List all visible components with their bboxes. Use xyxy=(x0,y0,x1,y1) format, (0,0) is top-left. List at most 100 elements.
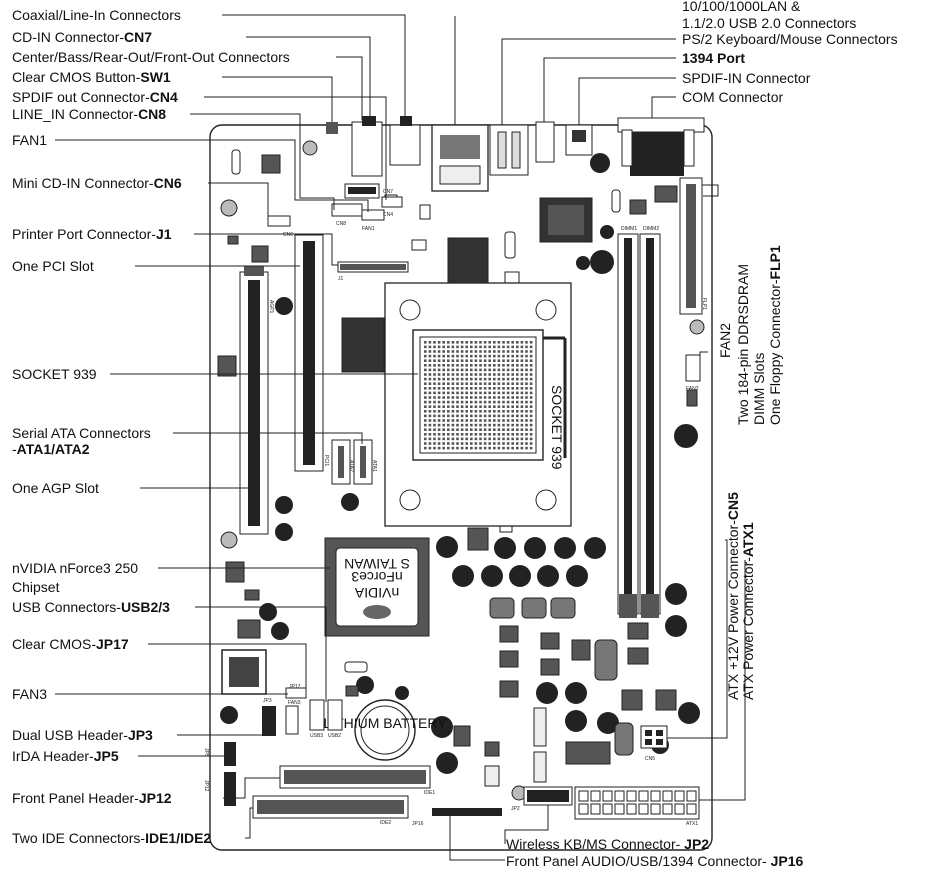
label-p1394: 1394 Port xyxy=(682,50,745,66)
cpu-pin xyxy=(506,428,510,431)
cpu-pin xyxy=(483,368,487,372)
cpu-pin xyxy=(442,345,445,349)
cpu-pin xyxy=(516,442,519,445)
jp2-pins xyxy=(527,790,569,802)
cpu-pin xyxy=(451,400,455,404)
cpu-pin xyxy=(442,396,445,399)
cpu-pin xyxy=(451,345,455,349)
cpu-pin xyxy=(479,364,482,367)
silk-jp5: JP5 xyxy=(203,748,209,757)
cpu-pin xyxy=(529,354,533,358)
cpu-pin xyxy=(502,359,505,362)
capacitor xyxy=(590,153,610,173)
label-flp-code: FLP1 xyxy=(767,245,783,279)
capacitor xyxy=(481,565,503,587)
cpu-pin xyxy=(474,396,478,399)
cpu-pin xyxy=(511,354,514,358)
cpu-pin xyxy=(433,410,436,413)
cn5-pin xyxy=(645,730,652,736)
cn6-connector xyxy=(267,215,291,227)
cpu-pin xyxy=(442,433,445,436)
dimm-latch xyxy=(641,594,659,618)
cpu-pin xyxy=(520,414,524,418)
cpu-pin xyxy=(483,410,487,413)
cpu-pin xyxy=(428,368,432,372)
label-jp12: Front Panel Header-JP12 xyxy=(12,790,172,806)
atx-pin xyxy=(626,803,637,815)
cpu-pin xyxy=(451,354,455,358)
cpu-pin xyxy=(456,382,459,385)
cpu-pin xyxy=(525,359,528,362)
cpu-pin xyxy=(488,345,491,349)
cpu-pin xyxy=(497,341,501,344)
cpu-pin xyxy=(483,359,487,362)
cpu-pin xyxy=(474,446,478,450)
cpu-pin xyxy=(433,368,436,372)
mosfet xyxy=(571,639,591,661)
cpu-pin xyxy=(456,414,459,418)
cpu-pin xyxy=(497,396,501,399)
agp-latch xyxy=(244,266,264,276)
atx-pin xyxy=(650,790,661,802)
label-line-in: LINE_IN Connector-CN8 xyxy=(12,106,166,122)
silk-cn5: CN5 xyxy=(645,756,655,762)
cpu-pin xyxy=(529,382,533,385)
cpu-pin xyxy=(525,345,528,349)
cpu-pin xyxy=(525,350,528,353)
cpu-pin xyxy=(437,368,441,372)
cpu-pin xyxy=(460,387,464,390)
label-com-text: COM Connector xyxy=(682,89,783,105)
cpu-pin xyxy=(442,341,445,344)
cpu-pin xyxy=(497,400,501,404)
ide2-pins xyxy=(257,800,404,814)
cpu-pin xyxy=(488,410,491,413)
resistor-block xyxy=(533,707,547,747)
label-printer: Printer Port Connector-J1 xyxy=(12,226,172,242)
cpu-pin xyxy=(437,442,441,445)
cpu-pin xyxy=(465,354,468,358)
cpu-pin xyxy=(520,405,524,408)
cpu-pin xyxy=(479,442,482,445)
atx-pin xyxy=(578,803,589,815)
cpu-pin xyxy=(520,400,524,404)
cpu-pin xyxy=(520,382,524,385)
component xyxy=(244,589,260,601)
cpu-pin xyxy=(442,387,445,390)
cpu-pin xyxy=(447,419,450,422)
cpu-pin xyxy=(465,364,468,367)
cpu-pin xyxy=(502,350,505,353)
label-usb20-text: 1.1/2.0 USB 2.0 Connectors xyxy=(682,15,856,31)
cpu-pin xyxy=(474,391,478,395)
com-flange-left xyxy=(621,129,633,167)
cpu-pin xyxy=(456,341,459,344)
cpu-pin xyxy=(474,442,478,445)
cpu-pin xyxy=(511,433,514,436)
cpu-pin xyxy=(488,396,491,399)
cpu-pin xyxy=(479,428,482,431)
silk-cn6: CN6 xyxy=(283,232,293,238)
cpu-pin xyxy=(460,382,464,385)
ps2-connectors xyxy=(489,124,529,176)
cpu-pin xyxy=(483,341,487,344)
capacitor xyxy=(275,496,293,514)
cpu-pin xyxy=(529,410,533,413)
cpu-pin xyxy=(529,428,533,431)
silk-ide1: IDE1 xyxy=(424,790,435,796)
cpu-pin xyxy=(437,354,441,358)
label-com: COM Connector xyxy=(682,89,783,105)
cpu-pin xyxy=(529,405,533,408)
label-jp3: Dual USB Header-JP3 xyxy=(12,727,153,743)
cpu-pin xyxy=(451,423,455,427)
cpu-pin xyxy=(483,400,487,404)
cpu-pin xyxy=(493,377,496,381)
cpu-pin xyxy=(451,433,455,436)
cpu-pin xyxy=(424,354,427,358)
cpu-pin xyxy=(502,414,505,418)
cpu-pin xyxy=(506,387,510,390)
cpu-pin xyxy=(497,428,501,431)
cpu-pin xyxy=(502,341,505,344)
cpu-pin xyxy=(433,350,436,353)
cpu-pin xyxy=(451,410,455,413)
nvidia-logo-icon xyxy=(363,605,391,619)
label-sata2-text: - xyxy=(12,441,17,457)
